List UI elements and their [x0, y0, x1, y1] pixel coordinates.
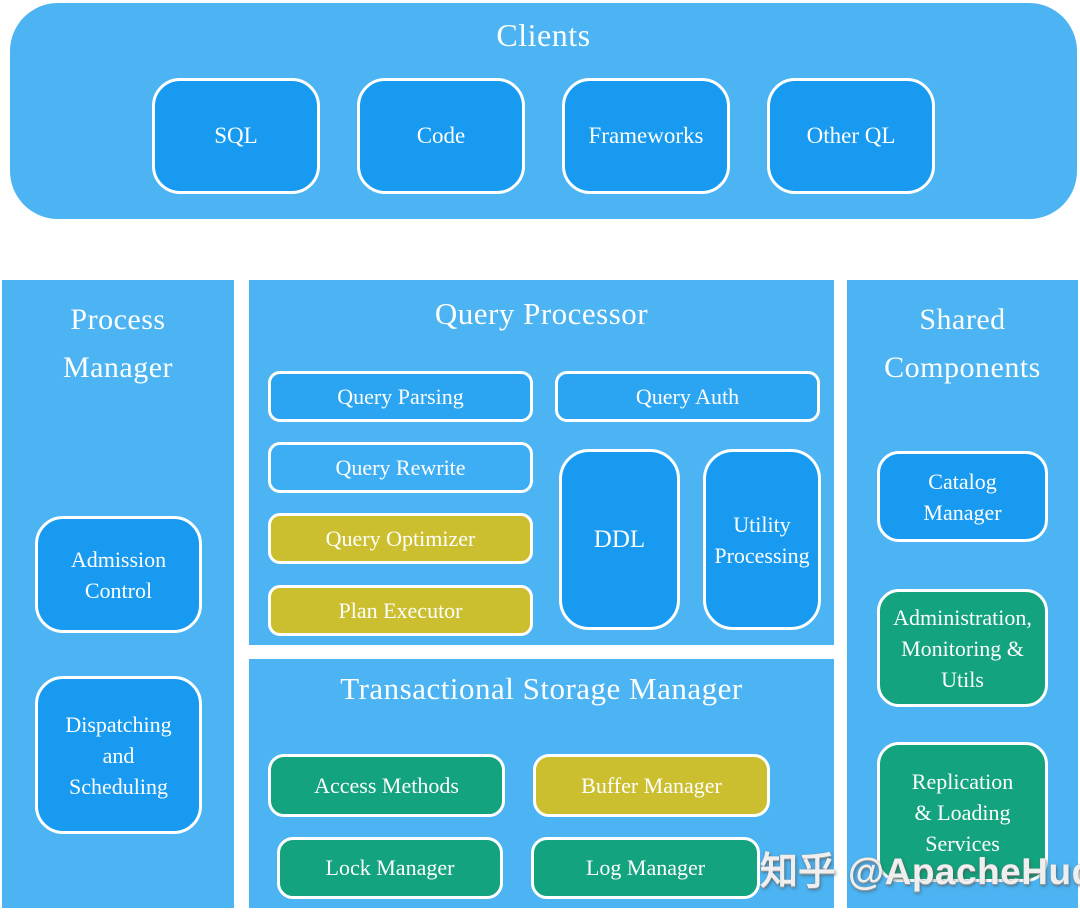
title-line: Manager: [62, 351, 174, 384]
clients-box-row: SQL Code Frameworks Other QL: [10, 78, 1077, 194]
box-label: Query Auth: [635, 383, 740, 409]
title-line: Components: [884, 351, 1041, 384]
box-label-line: Utility: [733, 511, 791, 537]
dispatching-scheduling-box: Dispatching and Scheduling: [35, 676, 202, 834]
client-box-sql: SQL: [152, 78, 320, 194]
box-label-line: Catalog: [928, 468, 997, 494]
client-box-label: Frameworks: [588, 123, 704, 148]
clients-panel: Clients SQL Code Frameworks Other QL: [10, 3, 1077, 219]
client-box-label: SQL: [214, 123, 258, 148]
query-rewrite-box: Query Rewrite: [268, 442, 533, 493]
box-label-line: Processing: [714, 542, 810, 568]
box-label-line: & Loading: [914, 799, 1011, 825]
transactional-storage-manager-title: Transactional Storage Manager: [340, 671, 743, 706]
box-label: Access Methods: [314, 772, 459, 798]
utility-processing-box: Utility Processing: [703, 449, 821, 630]
client-box-code: Code: [357, 78, 525, 194]
client-box-label: Other QL: [806, 123, 896, 148]
query-optimizer-box: Query Optimizer: [268, 513, 533, 564]
box-label-line: Admission: [70, 546, 167, 572]
box-label: Plan Executor: [338, 597, 463, 623]
zhihu-logo-text: 知乎: [760, 851, 837, 893]
box-label: Log Manager: [585, 855, 706, 880]
box-label: Buffer Manager: [581, 772, 722, 798]
ddl-box: DDL: [559, 449, 680, 630]
query-processor-panel: Query Processor Query Parsing Query Auth…: [249, 280, 834, 645]
title-line: Process: [70, 303, 166, 336]
client-box-frameworks: Frameworks: [562, 78, 730, 194]
log-manager-box: Log Manager: [531, 837, 760, 899]
box-label-line: Replication: [911, 768, 1014, 794]
lock-manager-box: Lock Manager: [277, 837, 503, 899]
title-line: Shared: [919, 303, 1006, 336]
query-auth-box: Query Auth: [555, 371, 820, 422]
box-label-line: Services: [925, 830, 1000, 856]
box-label-line: Scheduling: [69, 773, 168, 799]
box-label-line: Manager: [923, 499, 1002, 525]
shared-components-title: Shared Components: [847, 296, 1078, 392]
process-manager-panel: Process Manager Admission Control Dispat…: [2, 280, 234, 908]
query-processor-title: Query Processor: [434, 296, 649, 331]
process-manager-title: Process Manager: [2, 296, 234, 392]
zhihu-watermark: 知乎 @ApacheHudi: [760, 840, 1080, 895]
box-label: DDL: [593, 525, 646, 553]
box-label-line: and: [102, 742, 135, 768]
shared-components-panel: Shared Components Catalog Manager Admini…: [847, 280, 1078, 908]
box-label: Lock Manager: [325, 855, 455, 880]
client-box-other-ql: Other QL: [767, 78, 935, 194]
box-label: Query Optimizer: [325, 525, 476, 551]
box-label-line: Dispatching: [65, 711, 172, 737]
client-box-label: Code: [416, 123, 466, 148]
box-label-line: Monitoring &: [901, 635, 1024, 661]
box-label-line: Administration,: [893, 604, 1032, 630]
administration-monitoring-utils-box: Administration, Monitoring & Utils: [877, 589, 1048, 707]
access-methods-box: Access Methods: [268, 754, 505, 817]
box-label-line: Control: [84, 577, 153, 603]
box-label: Query Parsing: [337, 383, 464, 409]
replication-loading-services-box: Replication & Loading Services: [877, 742, 1048, 882]
buffer-manager-box: Buffer Manager: [533, 754, 770, 817]
catalog-manager-box: Catalog Manager: [877, 451, 1048, 542]
admission-control-box: Admission Control: [35, 516, 202, 633]
clients-title: Clients: [496, 17, 591, 53]
transactional-storage-manager-panel: Transactional Storage Manager Access Met…: [249, 659, 834, 908]
query-parsing-box: Query Parsing: [268, 371, 533, 422]
watermark-handle: @ApacheHudi: [848, 851, 1080, 892]
plan-executor-box: Plan Executor: [268, 585, 533, 636]
box-label-line: Utils: [941, 666, 984, 692]
box-label: Query Rewrite: [335, 454, 466, 480]
